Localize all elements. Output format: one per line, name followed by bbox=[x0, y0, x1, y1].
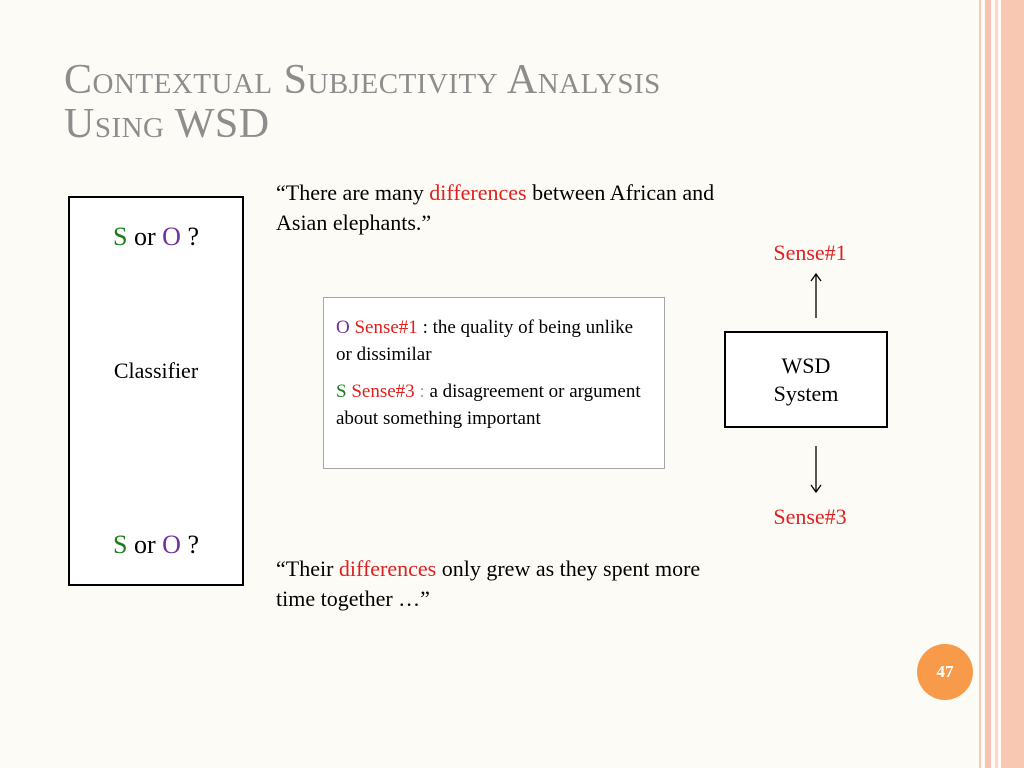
quote-text: only grew as they spent more time togeth… bbox=[276, 556, 701, 611]
system-label: System bbox=[773, 380, 839, 406]
wsd-label: WSD bbox=[781, 352, 831, 378]
quote-text: “There are many bbox=[276, 180, 430, 205]
sense-definition: O Sense#1 : the quality of being unlike … bbox=[336, 314, 652, 368]
sense-tag-subjective: S bbox=[336, 381, 347, 402]
target-word: differences bbox=[338, 556, 437, 581]
slide-title: Contextual Subjectivity Analysis Using W… bbox=[64, 58, 924, 146]
title-line-2: Using WSD bbox=[64, 101, 270, 147]
objective-label: O bbox=[162, 222, 181, 251]
question-mark: ? bbox=[187, 222, 199, 251]
title-line-1: Contextual Subjectivity Analysis bbox=[64, 57, 661, 103]
classifier-box: S or O ? Classifier S or O ? bbox=[68, 196, 244, 586]
question-mark: ? bbox=[187, 530, 199, 559]
arrow-up-icon bbox=[810, 272, 822, 318]
stripe bbox=[985, 0, 991, 768]
decorative-stripes bbox=[976, 0, 1024, 768]
sense-definitions-box: O Sense#1 : the quality of being unlike … bbox=[323, 297, 665, 469]
classifier-output-top: S or O ? bbox=[70, 222, 242, 252]
target-word: differences bbox=[429, 180, 527, 205]
sense-gloss: the quality of being unlike or dissimila… bbox=[336, 317, 634, 365]
sense-gloss: a disagreement or argument about somethi… bbox=[336, 381, 641, 429]
or-word: or bbox=[133, 530, 156, 559]
objective-label: O bbox=[162, 530, 181, 559]
classifier-label: Classifier bbox=[113, 358, 199, 383]
subjective-label: S bbox=[113, 222, 128, 251]
example-sentence-top: “There are many differences between Afri… bbox=[276, 178, 736, 238]
stripe bbox=[995, 0, 998, 768]
quote-text: “Their bbox=[276, 556, 339, 581]
page-number-badge: 47 bbox=[917, 644, 973, 700]
subjective-label: S bbox=[113, 530, 128, 559]
stripe bbox=[979, 0, 981, 768]
sense-tag-objective: O bbox=[336, 317, 350, 338]
stripe bbox=[1001, 0, 1024, 768]
sense-separator: : bbox=[417, 317, 428, 338]
sense-separator: : bbox=[414, 381, 425, 402]
sense-definition: S Sense#3 : a disagreement or argument a… bbox=[336, 378, 652, 432]
wsd-output-sense-top: Sense#1 bbox=[773, 240, 847, 265]
quote-text: between African and Asian elephants.” bbox=[276, 180, 715, 235]
or-word: or bbox=[133, 222, 156, 251]
sense-id: Sense#3 bbox=[351, 381, 415, 402]
classifier-output-bottom: S or O ? bbox=[70, 530, 242, 560]
sense-id: Sense#1 bbox=[354, 317, 418, 338]
wsd-output-sense-bottom: Sense#3 bbox=[773, 504, 847, 529]
example-sentence-bottom: “Their differences only grew as they spe… bbox=[276, 554, 736, 614]
arrow-down-icon bbox=[810, 446, 822, 494]
wsd-system-box: WSD System bbox=[724, 331, 888, 428]
